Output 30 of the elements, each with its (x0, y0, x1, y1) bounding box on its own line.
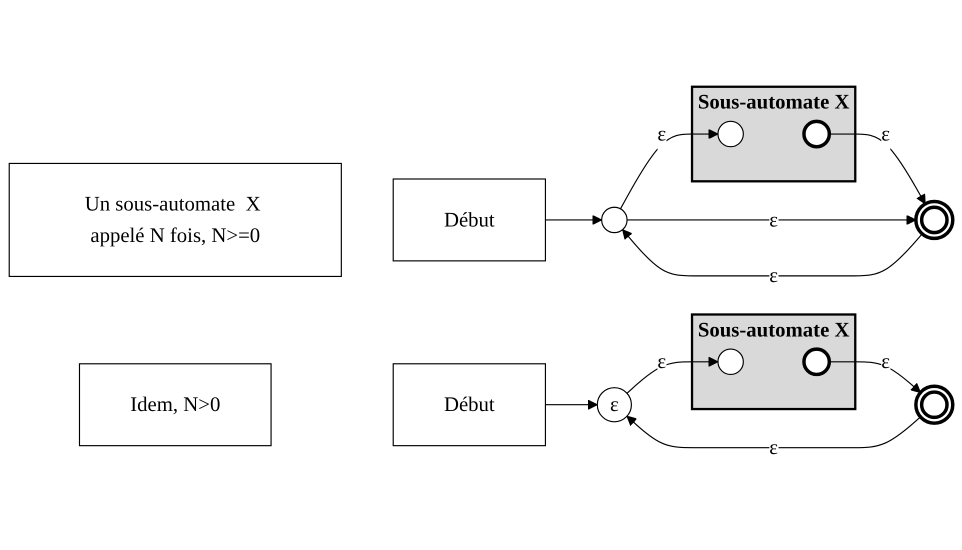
arrow (545, 400, 598, 410)
node-circle (802, 120, 832, 148)
node-circle (914, 200, 954, 240)
cluster: Sous-automate X (690, 313, 856, 410)
node-circle (802, 347, 832, 376)
node-circle: ε (596, 387, 632, 422)
arrow (626, 416, 921, 448)
node-box: Début (392, 178, 546, 262)
edge-label: ε (881, 350, 890, 373)
edge-label: ε (881, 122, 890, 145)
node-box: Idem, N>0 (78, 363, 272, 446)
edge-label: ε (657, 350, 666, 373)
node-box: Un sous-automate X appelé N fois, N>=0 (8, 162, 342, 278)
node-circle (914, 384, 954, 425)
edge-label: ε (769, 208, 778, 231)
arrow (829, 133, 926, 204)
node-circle (717, 348, 744, 376)
arrow (627, 214, 916, 225)
edge-label: ε (769, 264, 778, 287)
node-box: Début (392, 363, 546, 446)
edge-label: ε (769, 436, 778, 459)
node-circle (717, 120, 744, 148)
arrow (829, 361, 921, 393)
edge-label: ε (657, 122, 666, 145)
arrow (620, 128, 718, 210)
arrow (622, 229, 923, 276)
arrow (626, 356, 718, 394)
arrow (545, 214, 602, 225)
node-circle (601, 206, 628, 234)
cluster: Sous-automate X (690, 86, 856, 182)
